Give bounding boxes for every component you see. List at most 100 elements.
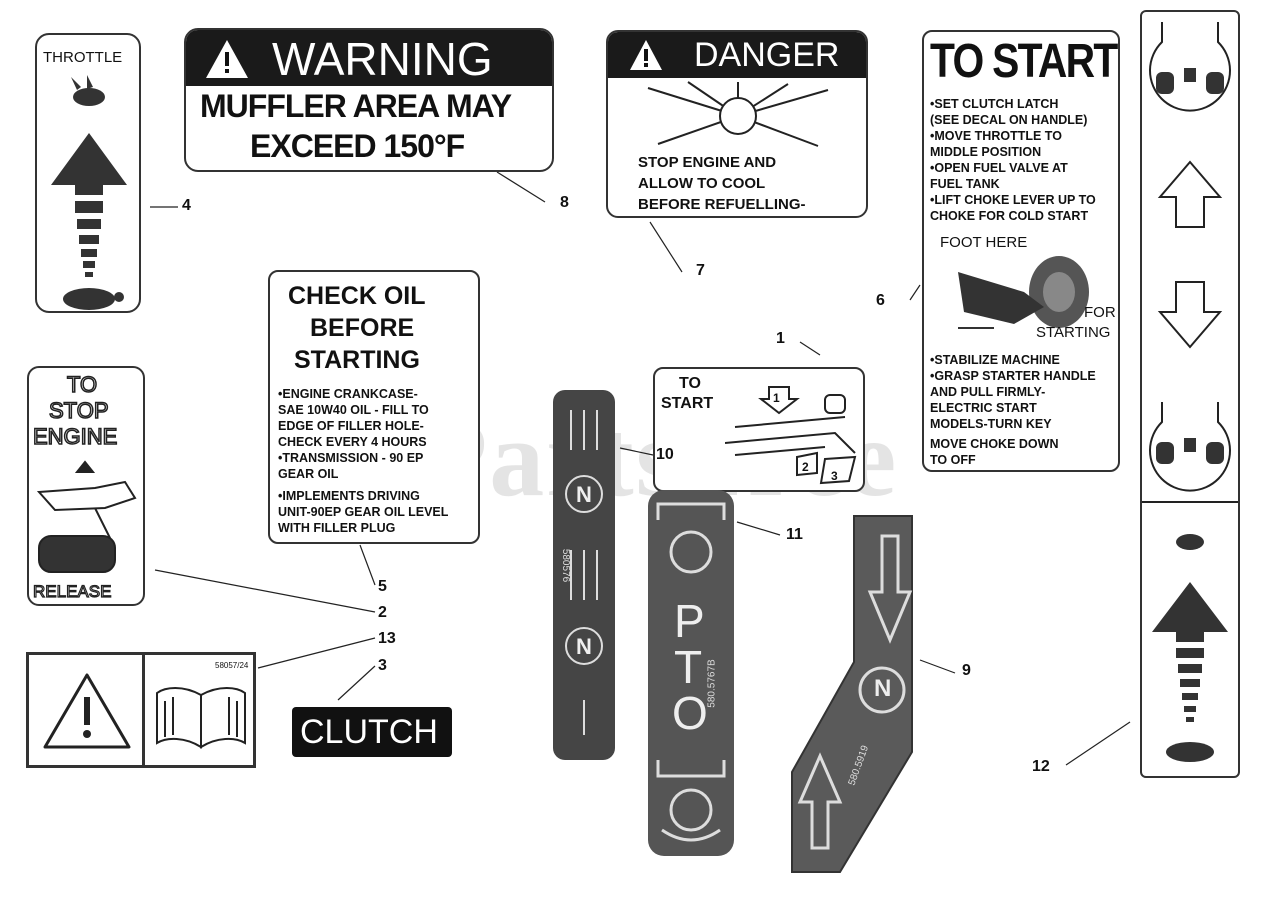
item-line: WITH FILLER PLUG: [278, 521, 396, 535]
check-oil-title2: BEFORE: [310, 314, 415, 342]
safety-pictogram-decal: 58057/24: [26, 652, 256, 768]
warning-line2: EXCEED 150°F: [250, 128, 465, 164]
check-oil-items: •ENGINE CRANKCASE- SAE 10W40 OIL - FILL …: [278, 386, 448, 536]
for-label: FOR: [1084, 304, 1116, 321]
neutral-strip-graphic: [565, 410, 603, 735]
step-line: MODELS-TURN KEY: [930, 417, 1052, 431]
callout-3: 3: [378, 657, 387, 674]
step-line: •OPEN FUEL VALVE AT: [930, 161, 1068, 175]
step-number-1: 1: [773, 391, 780, 405]
item-line: CHECK EVERY 4 HOURS: [278, 435, 427, 449]
stop-engine-line2: STOP: [48, 397, 109, 424]
pto-strip-decal: P T O 580.5767B: [648, 490, 734, 856]
warning-triangle-icon: [206, 40, 248, 78]
clutch-label: CLUTCH: [300, 713, 438, 751]
callout-5: 5: [378, 578, 387, 595]
manual-book-icon: [156, 687, 246, 749]
callout-7: 7: [696, 262, 705, 279]
step-line: MOVE CHOKE DOWN: [930, 437, 1059, 451]
step-line: •LIFT CHOKE LEVER UP TO: [930, 193, 1096, 207]
pictogram-code: 58057/24: [215, 661, 249, 670]
stop-engine-line3: ENGINE: [32, 423, 118, 450]
step-number-3: 3: [831, 469, 838, 483]
item-line: SAE 10W40 OIL - FILL TO: [278, 403, 429, 417]
callout-13: 13: [378, 630, 396, 647]
item-line: EDGE OF FILLER HOLE-: [278, 419, 424, 433]
item-line: •ENGINE CRANKCASE-: [278, 387, 418, 401]
callout-10: 10: [656, 446, 674, 463]
callout-4: 4: [182, 197, 191, 214]
start-decal-line1: TO: [679, 375, 701, 392]
alert-triangle-icon: [43, 673, 131, 749]
step-line: ELECTRIC START: [930, 401, 1037, 415]
step-line: TO OFF: [930, 453, 976, 467]
item-line: UNIT-90EP GEAR OIL LEVEL: [278, 505, 449, 519]
stop-engine-decal: TO STOP ENGINE RELEASE: [27, 366, 145, 606]
to-start-title: TO START: [930, 35, 1118, 88]
item-line: •IMPLEMENTS DRIVING: [278, 489, 420, 503]
danger-line3: BEFORE REFUELLING-: [638, 196, 806, 213]
to-start-steps: •SET CLUTCH LATCH (SEE DECAL ON HANDLE) …: [930, 96, 1096, 224]
neutral-n-bottom: N: [576, 634, 592, 659]
callout-12: 12: [1032, 758, 1050, 775]
shift-decal: [791, 515, 913, 873]
callout-6: 6: [876, 292, 885, 309]
step-line: AND PULL FIRMLY-: [930, 385, 1046, 399]
warning-decal: WARNING MUFFLER AREA MAY EXCEED 150°F: [184, 28, 554, 172]
step-line: FUEL TANK: [930, 177, 1000, 191]
clutch-lever-icon: [36, 460, 137, 573]
neutral-strip-decal: N N 580576: [553, 390, 615, 760]
item-line: GEAR OIL: [278, 467, 339, 481]
to-start-decal: TO START •SET CLUTCH LATCH (SEE DECAL ON…: [922, 30, 1120, 472]
callout-1: 1: [776, 330, 785, 347]
handle-strip-graphic: [1142, 22, 1238, 762]
pto-letter-p: P: [674, 595, 705, 647]
pto-letter-t: T: [674, 641, 703, 693]
callout-11: 11: [786, 526, 803, 543]
danger-triangle-icon: [630, 40, 662, 70]
neutral-n-top: N: [576, 482, 592, 507]
danger-line2: ALLOW TO COOL: [638, 175, 766, 192]
step-line: (SEE DECAL ON HANDLE): [930, 113, 1088, 127]
step-line: •STABILIZE MACHINE: [930, 353, 1060, 367]
step-line: MIDDLE POSITION: [930, 145, 1042, 159]
step-line: •SET CLUTCH LATCH: [930, 97, 1059, 111]
danger-decal: DANGER STOP ENGINE AND ALLOW TO COOL BEF…: [606, 30, 868, 218]
foot-here-label: FOOT HERE: [940, 234, 1028, 251]
step-line: CHOKE FOR COLD START: [930, 209, 1089, 223]
clutch-decal: CLUTCH: [292, 707, 452, 757]
danger-header: DANGER: [694, 36, 840, 74]
check-oil-title3: STARTING: [294, 346, 420, 374]
foot-on-tire-icon: [958, 256, 1089, 329]
warning-line1: MUFFLER AREA MAY: [200, 88, 512, 124]
pictogram-divider: [142, 655, 145, 765]
callout-8: 8: [560, 194, 569, 211]
pto-strip-graphic: [656, 502, 726, 842]
throttle-label: THROTTLE: [43, 49, 123, 66]
callout-2: 2: [378, 604, 387, 621]
starting-label: STARTING: [1036, 324, 1111, 341]
start-procedure-graphic: [725, 386, 857, 485]
item-line: •TRANSMISSION - 90 EP: [278, 451, 424, 465]
pto-letter-o: O: [672, 687, 708, 739]
start-decal-line2: START: [661, 395, 714, 412]
release-label: RELEASE: [32, 581, 112, 601]
handle-strip-decal: [1140, 10, 1240, 778]
explosion-icon: [647, 81, 829, 147]
callout-9: 9: [962, 662, 971, 679]
check-oil-decal: CHECK OIL BEFORE STARTING •ENGINE CRANKC…: [268, 270, 480, 544]
warning-header: WARNING: [272, 33, 493, 85]
step-number-2: 2: [802, 460, 809, 474]
check-oil-title1: CHECK OIL: [288, 282, 426, 310]
to-start-steps-2: •STABILIZE MACHINE •GRASP STARTER HANDLE…: [930, 352, 1096, 468]
step-line: •MOVE THROTTLE TO: [930, 129, 1062, 143]
pto-code: 580.5767B: [706, 659, 718, 708]
shift-n-label: N: [874, 675, 892, 702]
start-procedure-decal: TO START 1 2 3: [653, 367, 865, 492]
throttle-decal: THROTTLE: [35, 33, 141, 313]
stop-engine-line1: TO: [66, 371, 98, 398]
throttle-graphic: [51, 75, 127, 310]
neutral-strip-code: 580576: [560, 548, 572, 583]
step-line: •GRASP STARTER HANDLE: [930, 369, 1096, 383]
